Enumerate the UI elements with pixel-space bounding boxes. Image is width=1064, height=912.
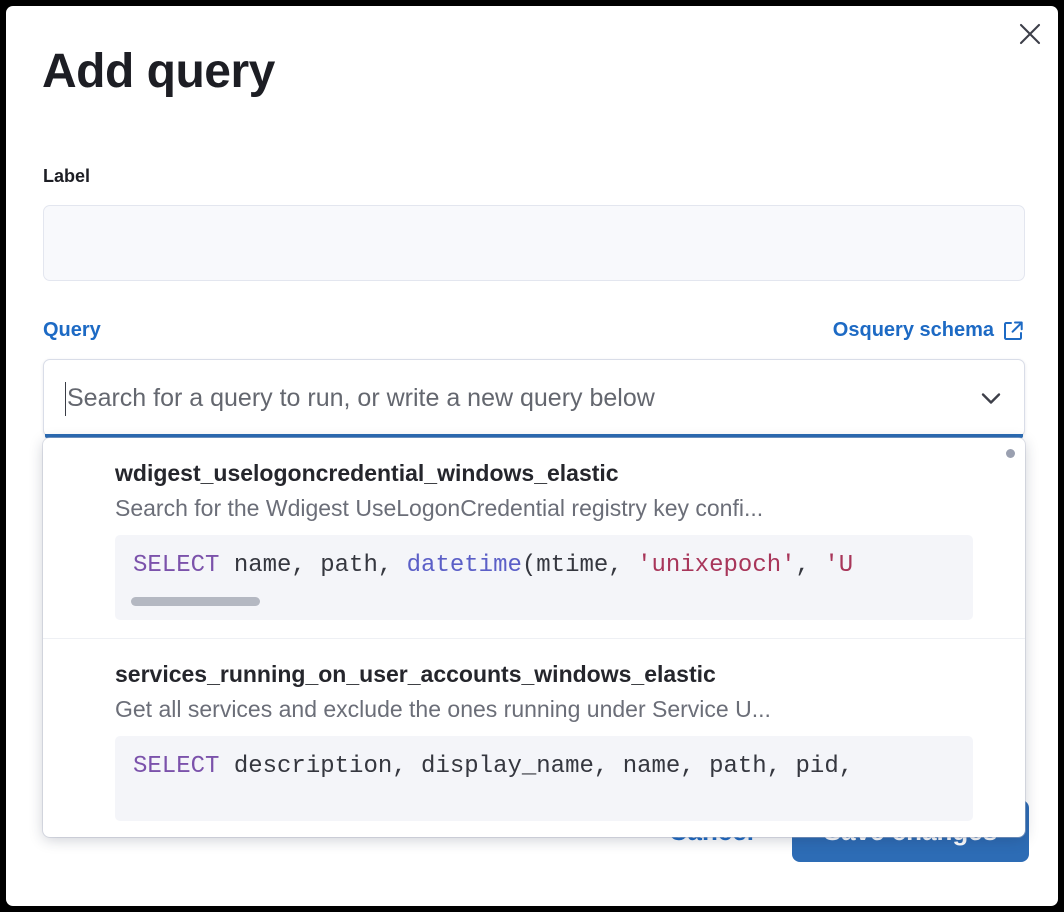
osquery-schema-label: Osquery schema [832,319,994,341]
osquery-schema-link[interactable]: Osquery schema [833,319,1024,342]
add-query-modal: Add query Label Query Osquery schema Sea… [6,6,1058,906]
suggestion-code-block: SELECT description, display_name, name, … [115,736,973,822]
query-search-input[interactable]: Search for a query to run, or write a ne… [67,383,655,412]
list-item[interactable]: services_running_on_user_accounts_window… [43,638,1025,837]
suggestion-title: wdigest_uselogoncredential_windows_elast… [115,460,619,486]
suggestion-code-block: SELECT name, path, datetime(mtime, 'unix… [115,535,973,621]
suggestion-description: Get all services and exclude the ones ru… [115,696,771,723]
close-button[interactable] [1010,14,1050,54]
list-item[interactable]: wdigest_uselogoncredential_windows_elast… [43,438,1025,638]
query-suggestions-dropdown: wdigest_uselogoncredential_windows_elast… [43,438,1025,837]
suggestion-description: Search for the Wdigest UseLogonCredentia… [115,495,764,522]
query-link[interactable]: Query [43,319,101,341]
page-title: Add query [42,45,275,98]
sql-code: SELECT name, path, datetime(mtime, 'unix… [133,552,854,580]
label-field-label: Label [43,166,91,186]
code-horizontal-scrollbar[interactable] [131,597,260,607]
query-combobox[interactable]: Search for a query to run, or write a ne… [43,359,1025,437]
chevron-down-icon[interactable] [976,383,1006,413]
sql-code: SELECT description, display_name, name, … [133,753,854,781]
dropdown-scroll-indicator[interactable] [1006,449,1015,458]
text-cursor [65,382,66,416]
combobox-focus-bar [45,434,1023,438]
external-link-icon [1003,320,1024,341]
close-icon [1017,21,1043,47]
label-input[interactable] [43,205,1025,281]
suggestion-title: services_running_on_user_accounts_window… [115,661,716,688]
